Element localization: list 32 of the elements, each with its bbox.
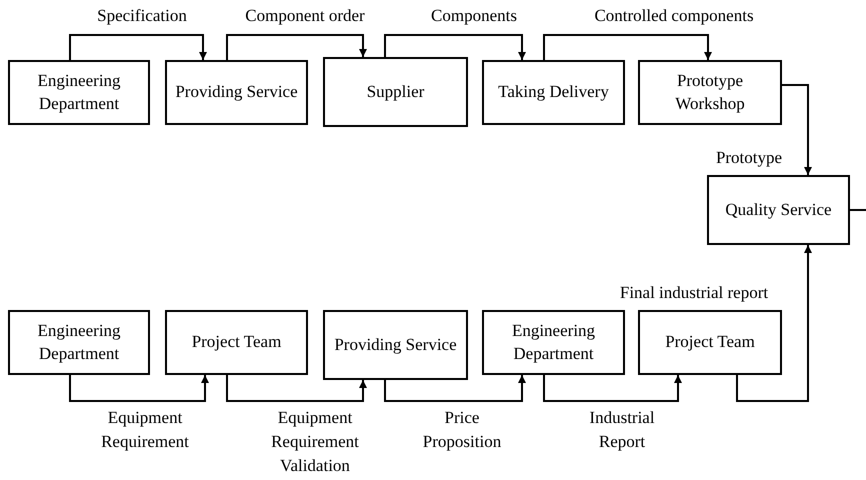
process-box xyxy=(482,60,625,125)
arrow xyxy=(69,34,207,60)
process-box xyxy=(165,60,308,125)
box-label: Engineering Department xyxy=(36,320,122,365)
process-box xyxy=(707,175,850,245)
arrow xyxy=(226,375,367,402)
process-box xyxy=(323,310,468,380)
box-label: Project Team xyxy=(664,331,756,354)
box-label: Supplier xyxy=(366,80,426,103)
box-label: Engineering Department xyxy=(510,320,596,365)
process-box xyxy=(638,310,782,375)
box-label: Taking Delivery xyxy=(497,81,610,104)
process-box xyxy=(165,310,308,375)
process-box xyxy=(638,60,782,125)
arrow xyxy=(543,34,712,60)
process-box xyxy=(8,60,150,125)
box-label: Providing Service xyxy=(333,334,458,356)
process-box xyxy=(8,310,150,375)
arrow xyxy=(736,245,812,402)
box-label: Engineering Department xyxy=(36,70,122,115)
arrow xyxy=(226,34,367,60)
arrow xyxy=(384,34,526,60)
arrow xyxy=(782,84,812,175)
box-label: Project Team xyxy=(190,331,282,354)
box-label: Prototype Workshop xyxy=(674,70,746,115)
process-box xyxy=(323,57,468,127)
box-label: Quality Service xyxy=(724,198,833,221)
arrow xyxy=(384,375,526,402)
process-box xyxy=(482,310,625,375)
arrow xyxy=(69,375,209,402)
arrow xyxy=(543,375,682,402)
box-label: Providing Service xyxy=(174,81,299,104)
